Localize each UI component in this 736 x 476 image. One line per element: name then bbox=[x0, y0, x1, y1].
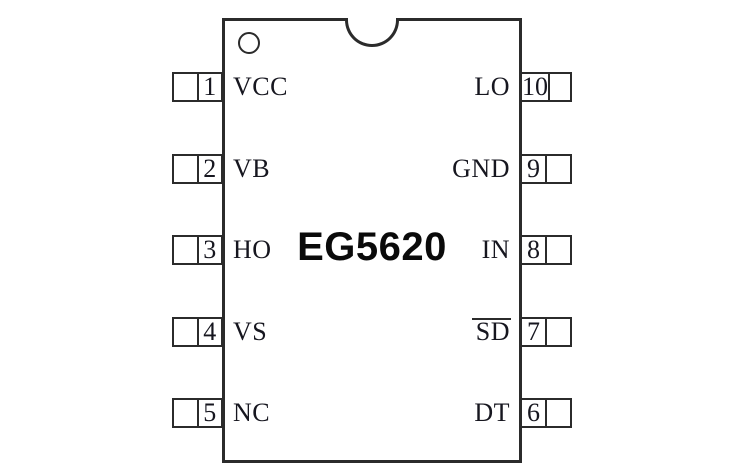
ic-package-body: EG5620 bbox=[222, 18, 522, 463]
pin-number: 5 bbox=[203, 398, 217, 427]
pin-number: 1 bbox=[203, 72, 217, 101]
pin-row-10: LO 10 bbox=[474, 72, 572, 102]
pin-number: 3 bbox=[203, 235, 217, 264]
pin-row-5: 5 NC bbox=[172, 398, 270, 428]
pin-number: 6 bbox=[522, 400, 547, 426]
pin-lead: 7 bbox=[520, 316, 572, 347]
pin-label: DT bbox=[474, 398, 510, 427]
pin-row-4: 4 VS bbox=[172, 316, 268, 347]
pin-number: 4 bbox=[203, 316, 217, 346]
pin-lead: 3 bbox=[172, 235, 223, 265]
pin-number: 8 bbox=[522, 237, 547, 263]
pin-row-6: DT 6 bbox=[474, 398, 572, 428]
pin-label: GND bbox=[452, 153, 510, 183]
pin-row-8: IN 8 bbox=[482, 235, 572, 265]
pin-lead-outer-cell bbox=[174, 74, 199, 100]
pin-lead-outer-cell bbox=[547, 237, 570, 263]
pin-label: VCC bbox=[233, 72, 288, 101]
pin-lead: 8 bbox=[520, 235, 572, 265]
pin-label: HO bbox=[233, 235, 272, 264]
pin-lead-outer-cell bbox=[547, 156, 570, 182]
pin-lead-outer-cell bbox=[174, 400, 199, 426]
pin-lead-outer-cell bbox=[547, 400, 570, 426]
pin-lead: 4 bbox=[172, 316, 223, 347]
package-notch-icon bbox=[345, 18, 399, 47]
pin-row-1: 1 VCC bbox=[172, 72, 288, 102]
part-number: EG5620 bbox=[297, 225, 447, 269]
pin-row-7: SD 7 bbox=[471, 316, 572, 347]
pin-label: SD bbox=[471, 316, 512, 346]
pin-number: 10 bbox=[522, 72, 550, 101]
pin1-indicator-icon bbox=[238, 32, 260, 54]
pin-lead-outer-cell bbox=[550, 74, 570, 100]
pin-row-2: 2 VB bbox=[172, 153, 271, 184]
pin-label: VB bbox=[233, 153, 271, 183]
pin-lead: 6 bbox=[520, 398, 572, 428]
pin-number: 9 bbox=[522, 155, 547, 182]
pin-lead: 1 bbox=[172, 72, 223, 102]
pin-number: 7 bbox=[522, 318, 547, 345]
pin-lead: 5 bbox=[172, 398, 223, 428]
pin-label: IN bbox=[481, 235, 510, 264]
pin-lead: 9 bbox=[520, 153, 572, 184]
pin-lead-outer-cell bbox=[547, 319, 570, 345]
pin-row-3: 3 HO bbox=[172, 235, 272, 265]
pin-lead-outer-cell bbox=[174, 155, 199, 182]
pin-lead-outer-cell bbox=[174, 237, 199, 263]
pin-label: VS bbox=[233, 316, 268, 346]
pin-lead-outer-cell bbox=[174, 318, 199, 345]
pin-label: NC bbox=[233, 398, 271, 427]
pin-label: LO bbox=[474, 72, 510, 101]
pin-number: 2 bbox=[203, 153, 217, 183]
pin-lead: 10 bbox=[520, 72, 572, 102]
pin-row-9: GND 9 bbox=[452, 153, 572, 184]
pin-lead: 2 bbox=[172, 153, 223, 184]
